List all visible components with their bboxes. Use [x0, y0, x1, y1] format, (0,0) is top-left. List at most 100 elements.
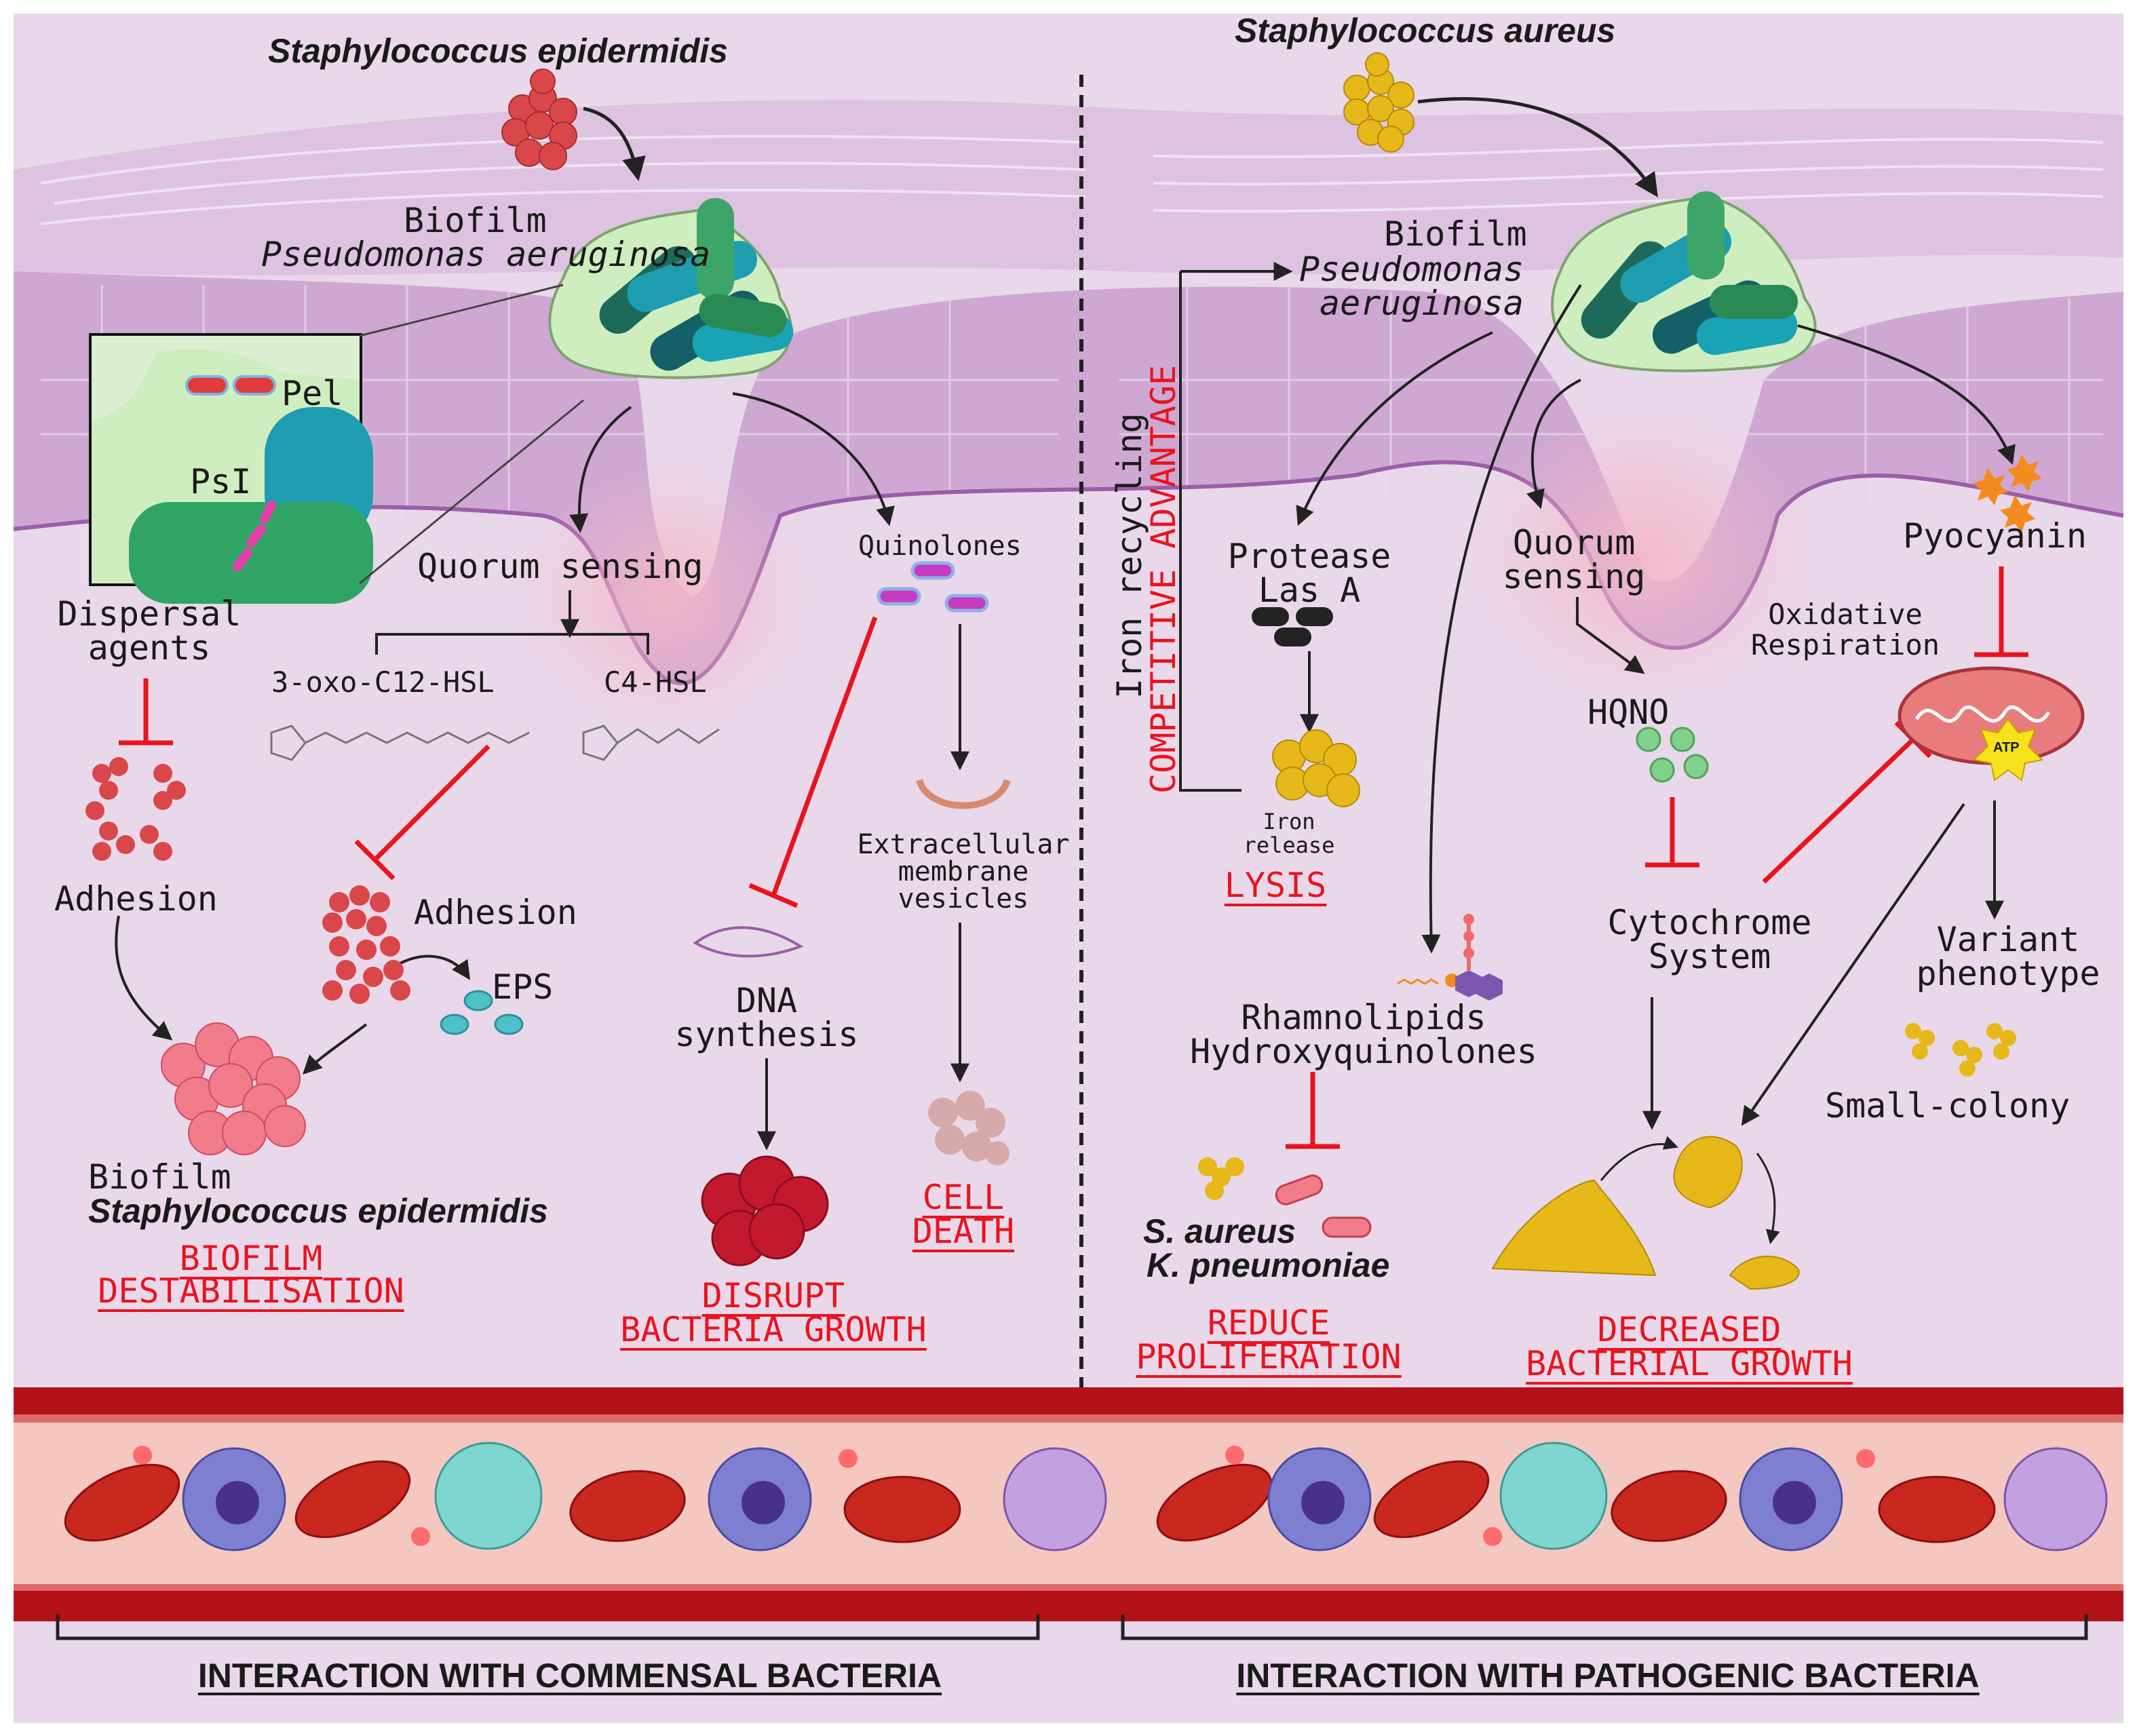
- quinolones-label: Quinolones: [858, 531, 1022, 562]
- hsl-c4-label: C4-HSL: [604, 666, 707, 699]
- quorum-right-line2: sensing: [1502, 557, 1646, 596]
- hqno-dots: [1636, 727, 1709, 783]
- footer-pathogenic: INTERACTION WITH PATHOGENIC BACTERIA: [1236, 1657, 1980, 1695]
- arrow-aureus-to-biofilm: [1417, 97, 1658, 197]
- dna-synthesis-line1: DNA: [735, 981, 798, 1020]
- arrow-biofilm-to-quorum: [1526, 379, 1581, 509]
- protease-line1: Protease: [1227, 537, 1391, 576]
- biofilm-epidermidis-label: Biofilm: [88, 1157, 231, 1197]
- quinolone-capsules: [877, 561, 989, 613]
- left-biofilm-species: Pseudomonas aeruginosa: [261, 235, 711, 274]
- rhamnolipid-molecule: [1397, 914, 1503, 1001]
- dna-plasmid: [693, 926, 804, 958]
- inset-pel-label: Pel: [282, 374, 343, 413]
- outcome-prolif-line2: PROLIFERATION: [1136, 1337, 1402, 1376]
- inset-psl-label: PsI: [190, 462, 252, 501]
- outcome-biofilm-line1: BIOFILM: [179, 1239, 323, 1278]
- matrix-inset: [89, 333, 373, 604]
- arrow-growth-loop-1: [1600, 1136, 1678, 1181]
- oxidative-line1: Oxidative: [1768, 598, 1923, 631]
- dead-cells: [928, 1091, 1009, 1165]
- aureus-label: Staphylococcus aureus: [1235, 12, 1616, 50]
- eps-label: EPS: [492, 967, 554, 1007]
- arrow-adhesion-to-biofilm-2: [303, 1023, 368, 1075]
- eps-hexagons: [440, 990, 524, 1035]
- arrow-adhesion-to-eps: [400, 954, 471, 980]
- left-inflammation-glow: [516, 461, 814, 733]
- arrow-biofilm-to-rhamnolipids: [1421, 284, 1582, 954]
- adhesion-mid-label: Adhesion: [414, 893, 577, 932]
- hsl-3oxo-molecule: [270, 725, 530, 761]
- hsl-bracket: [375, 633, 649, 655]
- rhamnolipids-label: Rhamnolipids: [1241, 998, 1486, 1037]
- iron-recycle-loop: [1179, 319, 1241, 792]
- small-colony-label: Small-colony: [1825, 1086, 2071, 1125]
- dispersal-agents-line2: agents: [88, 628, 211, 668]
- pyocyanin-stars: [1973, 455, 2042, 533]
- right-inflammation-glow: [1465, 407, 1818, 706]
- aureus-top-cluster: [1343, 52, 1414, 153]
- outcome-growth-left-line1: DISRUPT: [701, 1276, 845, 1315]
- outcome-death-line1: CELL: [922, 1178, 1005, 1217]
- arrow-quorum-to-hqno: [1576, 597, 1645, 674]
- epidermidis-biofilm: [161, 1022, 306, 1155]
- arrow-growth-loop-2: [1756, 1153, 1780, 1245]
- right-biofilm-label: Biofilm: [1384, 214, 1527, 254]
- inhibition-lines: [119, 566, 2028, 1149]
- epidermidis-clusters: [85, 757, 410, 1004]
- biofilm-epidermidis-species: Staphylococcus epidermidis: [88, 1192, 548, 1230]
- left-biofilm-cluster: [548, 198, 794, 379]
- arrow-atp-to-growth: [1741, 803, 1965, 1126]
- epidermidis-label: Staphylococcus epidermidis: [268, 32, 728, 70]
- outcome-growth-right-line2: BACTERIAL GROWTH: [1526, 1344, 1853, 1383]
- aureus-pile: [1491, 1136, 1800, 1290]
- outcome-growth-right-line1: DECREASED: [1597, 1310, 1782, 1349]
- epidermis-layer: [14, 271, 2123, 683]
- right-biofilm-cluster: [1551, 191, 1817, 372]
- disrupted-bacteria: [701, 1155, 829, 1267]
- hsl-3oxo-label: 3-oxo-C12-HSL: [271, 666, 495, 699]
- small-colony-clusters: [1905, 1023, 2016, 1077]
- hydroxyquinolones-label: Hydroxyquinolones: [1190, 1032, 1537, 1071]
- k-pneumoniae-label: K. pneumoniae: [1147, 1246, 1390, 1284]
- vesicles-line1: Extracellular: [857, 829, 1070, 860]
- reduced-bacteria: [1198, 1157, 1372, 1238]
- right-biofilm-species-line1: Pseudomonas: [1299, 250, 1524, 289]
- iron-recycling-label: Iron recycling: [1110, 412, 1149, 699]
- iron-release-line1: Iron: [1263, 809, 1315, 834]
- outcome-biofilm-line2: DESTABILISATION: [98, 1271, 404, 1311]
- vesicles-line3: vesicles: [898, 883, 1029, 914]
- outcome-death-line2: DEATH: [912, 1212, 1015, 1251]
- right-biofilm-species-line2: aeruginosa: [1320, 284, 1524, 323]
- dna-synthesis-line2: synthesis: [674, 1015, 859, 1054]
- variant-line2: phenotype: [1916, 954, 2100, 993]
- footer-brackets: [56, 1615, 2088, 1640]
- outcome-growth-left-line2: BACTERIA GROWTH: [620, 1310, 927, 1349]
- inset-leader-top: [359, 284, 564, 337]
- cyto-line1: Cytochrome: [1607, 903, 1812, 942]
- vesicles-line2: membrane: [898, 856, 1029, 887]
- arrow-epidermidis-to-biofilm: [583, 107, 646, 181]
- arrow-biofilm-to-pyocyanin: [1797, 324, 2016, 465]
- adhesion-left-label: Adhesion: [54, 879, 218, 919]
- iron-release-line2: release: [1243, 832, 1335, 858]
- dispersal-agents-line1: Dispersal: [57, 594, 242, 634]
- protease-capsules: [1252, 607, 1333, 647]
- s-aureus-label: S. aureus: [1143, 1212, 1296, 1250]
- cyto-line2: System: [1648, 937, 1771, 976]
- outcome-prolif-line1: REDUCE: [1207, 1303, 1330, 1343]
- hsl-c4-molecule: [582, 725, 720, 761]
- quorum-right-line1: Quorum: [1512, 523, 1636, 562]
- hqno-label: HQNO: [1587, 693, 1670, 732]
- mitochondrion: [1898, 666, 2085, 782]
- footer-commensal: INTERACTION WITH COMMENSAL BACTERIA: [197, 1657, 942, 1695]
- arrow-biofilm-to-protease: [1296, 331, 1493, 526]
- outcome-lysis: LYSIS: [1224, 866, 1327, 905]
- variant-line1: Variant: [1936, 920, 2080, 959]
- blood-vessel: [14, 1387, 2123, 1621]
- arrow-biofilm-to-quorum: [569, 406, 632, 533]
- inset-leader-bottom: [359, 399, 584, 585]
- competitive-advantage-label: COMPETITIVE ADVANTAGE: [1144, 364, 1183, 794]
